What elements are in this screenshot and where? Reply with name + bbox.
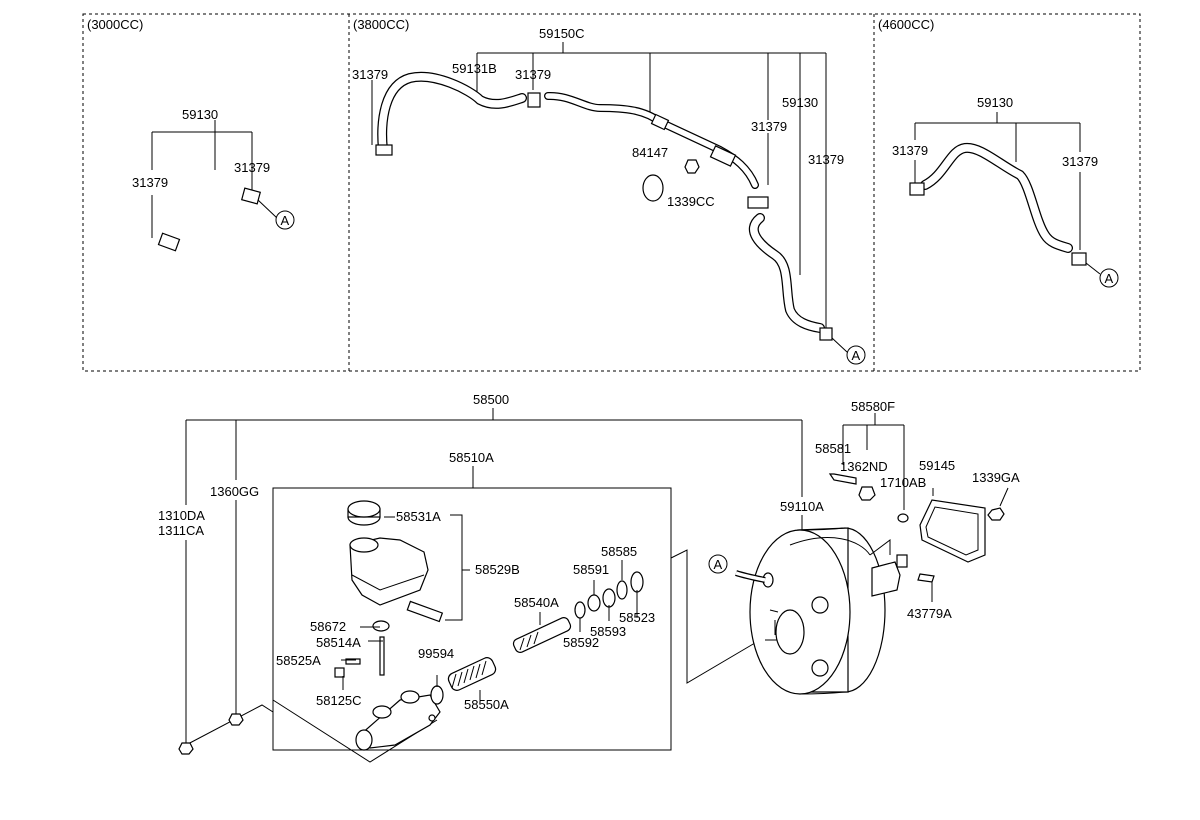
label-59130: 59130	[782, 95, 818, 110]
label-59131b: 59131B	[452, 61, 497, 76]
ref-a-letter: A	[852, 348, 861, 363]
panel-3000cc: A	[151, 120, 295, 252]
label-58514a: 58514A	[316, 635, 361, 650]
label-58525a: 58525A	[276, 653, 321, 668]
washer-58592	[574, 601, 586, 619]
label-58581: 58581	[815, 441, 851, 456]
reservoir	[349, 537, 444, 623]
seal-58593	[602, 588, 616, 608]
label-1310da: 1310DA	[158, 508, 205, 523]
ref-a-icon	[275, 210, 295, 230]
label-59110a: 59110A	[780, 499, 824, 514]
label-58523: 58523	[619, 610, 655, 625]
panel-4600cc-title: (4600CC)	[878, 17, 934, 32]
label-31379: 31379	[892, 143, 928, 158]
label-58672: 58672	[310, 619, 346, 634]
nut-1360gg	[228, 713, 244, 726]
primary-piston	[512, 617, 572, 653]
panel-3800cc: A	[371, 42, 866, 365]
pin-58514a	[379, 636, 385, 676]
panel-3800cc-title: (3800CC)	[353, 17, 409, 32]
label-31379: 31379	[515, 67, 551, 82]
label-1360gg: 1360GG	[210, 484, 259, 499]
label-59145: 59145	[919, 458, 955, 473]
grommet-58672	[372, 620, 390, 632]
lower-assembly-leaders	[185, 408, 803, 763]
reservoir-cap	[347, 500, 381, 526]
label-31379: 31379	[1062, 154, 1098, 169]
label-58550a: 58550A	[464, 697, 509, 712]
label-1362nd: 1362ND	[840, 459, 888, 474]
label-58540a: 58540A	[514, 595, 559, 610]
brake-booster: A	[708, 527, 935, 695]
vacuum-hardware-group	[828, 413, 1009, 563]
label-31379: 31379	[751, 119, 787, 134]
label-59130: 59130	[182, 107, 218, 122]
label-43779a: 43779A	[907, 606, 952, 621]
label-58585: 58585	[601, 544, 637, 559]
seal-58591	[587, 594, 601, 612]
bolt-1310da	[178, 742, 194, 755]
label-59130: 59130	[977, 95, 1013, 110]
label-58593: 58593	[590, 624, 626, 639]
label-31379: 31379	[132, 175, 168, 190]
top-panels-frame	[82, 13, 1141, 372]
seal-58125c	[334, 667, 345, 678]
ref-a-letter: A	[281, 213, 290, 228]
secondary-piston-spring	[447, 657, 497, 691]
label-58592: 58592	[563, 635, 599, 650]
label-31379: 31379	[234, 160, 270, 175]
pin-58525a	[345, 658, 361, 665]
label-99594: 99594	[418, 646, 454, 661]
label-84147: 84147	[632, 145, 668, 160]
ref-a-letter: A	[714, 557, 723, 572]
ref-a-icon	[1099, 268, 1119, 288]
label-1710ab: 1710AB	[880, 475, 926, 490]
label-31379: 31379	[352, 67, 388, 82]
seal-58585	[616, 580, 628, 600]
oring-58523	[630, 571, 644, 593]
ref-a-icon	[846, 345, 866, 365]
label-58500: 58500	[473, 392, 509, 407]
label-59150c: 59150C	[539, 26, 585, 41]
master-cylinder-body	[355, 690, 441, 751]
panel-4600cc: A	[909, 112, 1119, 288]
label-58529b: 58529B	[475, 562, 520, 577]
label-58510a: 58510A	[449, 450, 494, 465]
ref-a-letter: A	[1105, 271, 1114, 286]
label-31379: 31379	[808, 152, 844, 167]
label-1311ca: 1311CA	[158, 523, 204, 538]
label-1339ga: 1339GA	[972, 470, 1020, 485]
panel-3000cc-title: (3000CC)	[87, 17, 143, 32]
label-58591: 58591	[573, 562, 609, 577]
seal-99594	[430, 685, 444, 705]
label-58125c: 58125C	[316, 693, 362, 708]
label-1339cc: 1339CC	[667, 194, 715, 209]
label-58580f: 58580F	[851, 399, 895, 414]
label-58531a: 58531A	[396, 509, 441, 524]
